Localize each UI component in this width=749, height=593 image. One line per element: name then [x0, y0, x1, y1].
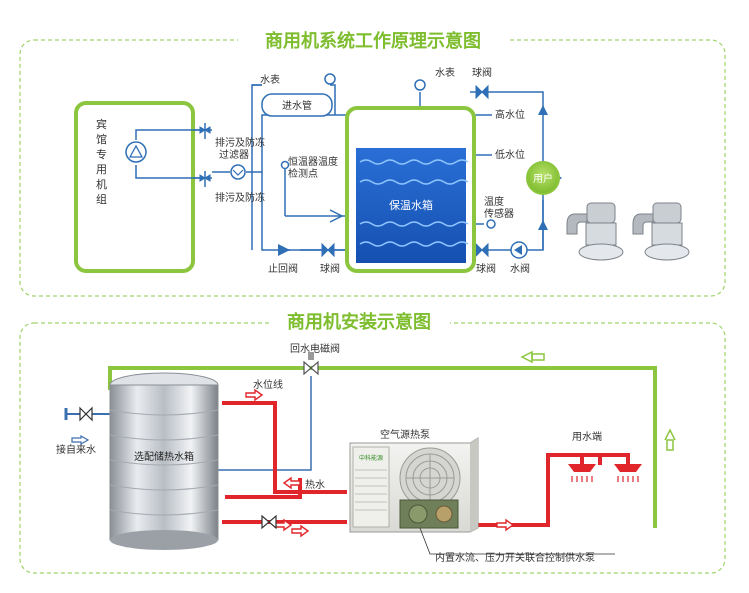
- ball-valve-right-label: 球阀: [476, 262, 496, 275]
- faucet-icon: [566, 202, 624, 261]
- ball-valve-left-label: 球阀: [320, 262, 340, 275]
- storage-tank: 选配储热水箱: [109, 372, 219, 550]
- inlet-pipe-label: 进水管: [282, 99, 312, 112]
- return-valve-label: 回水电磁阀: [290, 342, 340, 355]
- return-pipe: [108, 366, 657, 528]
- top-panel: 商用机系统工作原理示意图 宾 馆 专 用 机 组: [19, 28, 726, 297]
- meter-left-label: 水表: [260, 73, 280, 86]
- water-valve-label: 水阀: [510, 262, 530, 275]
- flow-arrows-red: [245, 388, 515, 538]
- heat-pump-label: 空气源热泵: [380, 428, 430, 441]
- filter-icon: [230, 164, 246, 180]
- unit-char: 馆: [96, 132, 107, 146]
- bottom-panel: 商用机安装示意图: [19, 310, 726, 574]
- water-level-line: [205, 376, 312, 471]
- low-level-label: 低水位: [495, 148, 525, 161]
- inlet-pipe-box: [261, 93, 333, 117]
- thermostat-point-label: 恒温器温度: [288, 155, 338, 168]
- top-title: 商用机系统工作原理示意图: [265, 30, 481, 52]
- water-meter-right-icon: [414, 79, 426, 91]
- water-level-label: 水位线: [253, 378, 283, 391]
- inlet-valve-icon: [64, 406, 110, 446]
- return-solenoid-valve-icon: [303, 360, 319, 376]
- water-meter-left-icon: [324, 73, 336, 85]
- drain-filter-label: 排污及防冻: [215, 136, 265, 149]
- water-waves: [359, 159, 469, 247]
- unit-char: 用: [96, 163, 107, 176]
- pump-motor-icon: [399, 499, 459, 529]
- hotel-unit-box: [74, 101, 195, 273]
- thermostat-point-label-2: 检测点: [288, 167, 318, 180]
- unit-char: 组: [96, 192, 107, 206]
- drain-filter-label-2: 过滤器: [219, 148, 249, 161]
- hotel-unit-label: 宾 馆 专 用 机 组: [96, 117, 107, 206]
- pump-note-label: 内置水流、压力开关联合控制供水泵: [435, 551, 595, 564]
- valve-icons: [199, 84, 489, 258]
- check-valve-icon: [278, 244, 290, 256]
- unit-char: 专: [96, 147, 107, 161]
- bottom-title: 商用机安装示意图: [287, 311, 431, 333]
- storage-tank-label: 选配储热水箱: [134, 450, 194, 463]
- shower-head-icon: [614, 464, 642, 482]
- high-level-label: 高水位: [495, 108, 525, 121]
- temp-sensor-label-2: 传感器: [484, 207, 514, 220]
- hot-water-label: 热水: [305, 478, 325, 491]
- pump-brand: 中科能源: [359, 454, 383, 462]
- pump-note-leader: [419, 527, 615, 555]
- return-arrow-icon: [531, 353, 545, 361]
- inlet-label: 接自来水: [56, 443, 96, 456]
- user-node: [526, 161, 560, 195]
- temp-sensor-icon: [486, 219, 496, 229]
- flow-arrow-icon: [538, 220, 548, 230]
- insulated-tank-water: [356, 148, 466, 263]
- drain-antifreeze-label: 排污及防冻: [215, 191, 265, 204]
- temp-sensor-label: 温度: [484, 195, 504, 208]
- user-label: 用户: [533, 172, 553, 185]
- faucet-icon: [632, 202, 690, 261]
- check-valve-label: 止回阀: [268, 262, 298, 275]
- meter-right-label: 水表: [435, 66, 455, 79]
- up-arrow-icon: [664, 428, 676, 441]
- shower-head-icon: [568, 464, 596, 482]
- sensor-point-icon: [280, 160, 290, 170]
- internal-loop: [135, 129, 205, 179]
- flow-arrow-icon: [538, 105, 548, 115]
- tank-label: 保温水箱: [389, 198, 433, 212]
- ball-valve-bottom-icon: [261, 514, 277, 530]
- unit-char: 机: [96, 177, 107, 191]
- heat-pump-unit: 中科能源: [349, 437, 479, 533]
- unit-char: 宾: [96, 117, 107, 131]
- ball-valve-top-label: 球阀: [472, 66, 492, 79]
- usage-end-label: 用水端: [572, 430, 602, 443]
